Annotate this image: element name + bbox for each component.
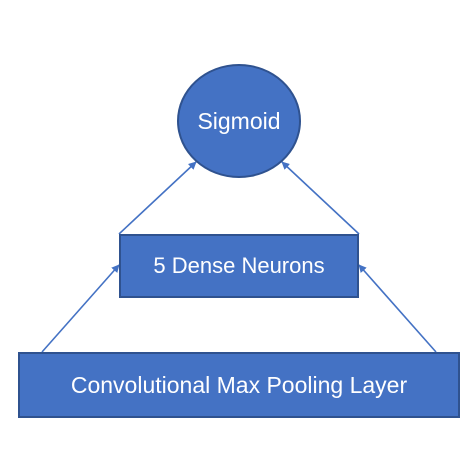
dense-neurons-node: 5 Dense Neurons xyxy=(119,234,359,298)
edge-conv-to-dense-left xyxy=(41,264,120,353)
conv-max-pooling-node: Convolutional Max Pooling Layer xyxy=(18,352,460,418)
edge-conv-to-dense-right xyxy=(358,264,437,353)
dense-neurons-label: 5 Dense Neurons xyxy=(153,253,325,278)
edge-dense-to-sigmoid-right xyxy=(281,161,360,235)
sigmoid-node: Sigmoid xyxy=(177,64,301,178)
edge-dense-to-sigmoid-left xyxy=(118,161,197,235)
sigmoid-label: Sigmoid xyxy=(197,107,281,134)
conv-max-pooling-label: Convolutional Max Pooling Layer xyxy=(70,371,408,398)
